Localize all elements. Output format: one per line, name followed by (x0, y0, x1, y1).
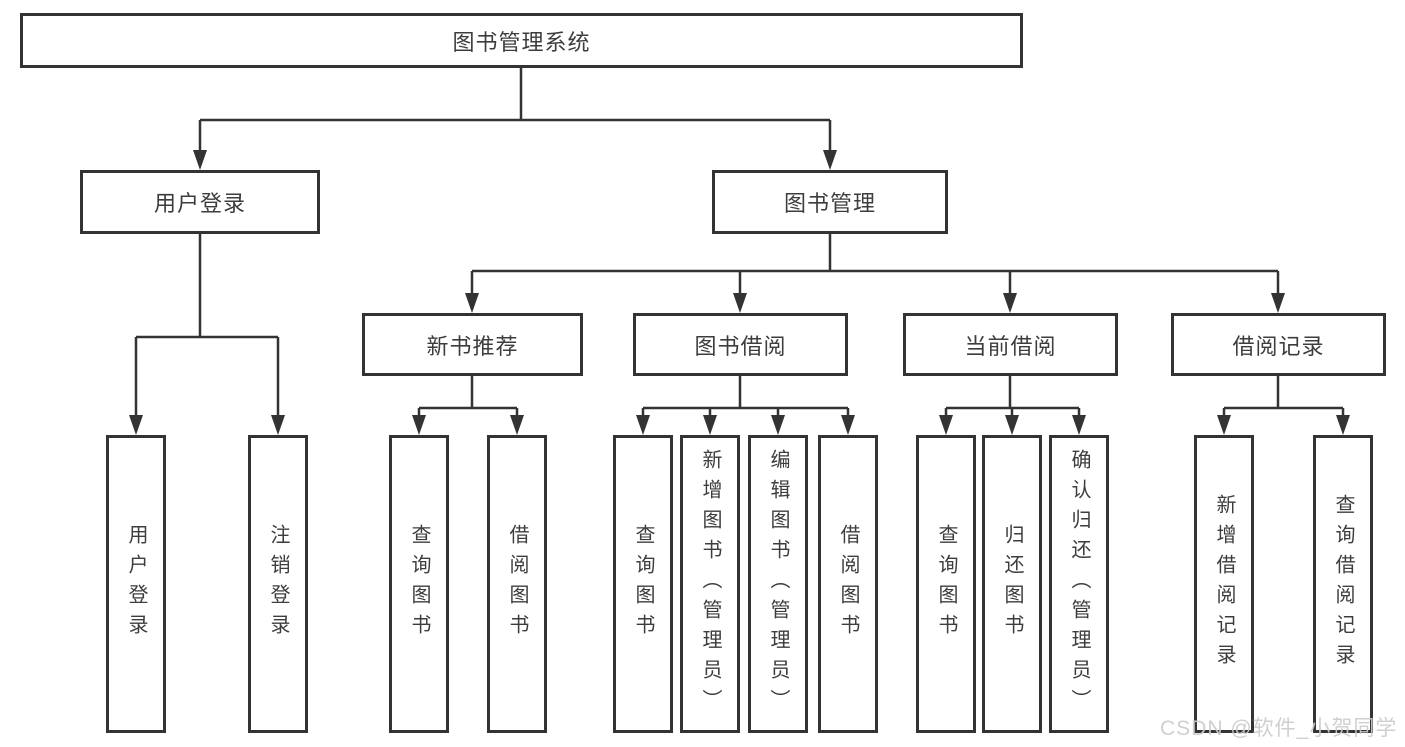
leaf-add-borrow-record-label: 新增借阅记录 (1213, 494, 1235, 674)
node-new-book-recommend: 新书推荐 (362, 313, 583, 376)
leaf-user-login: 用户登录 (106, 435, 166, 733)
leaf-return-book: 归还图书 (982, 435, 1042, 733)
leaf-query-books-1-label: 查询图书 (408, 524, 430, 644)
leaf-query-borrow-record: 查询借阅记录 (1313, 435, 1373, 733)
node-book-management-label: 图书管理 (783, 191, 876, 216)
leaf-query-books-2-label: 查询图书 (632, 524, 654, 644)
leaf-query-borrow-record-label: 查询借阅记录 (1332, 494, 1354, 674)
leaf-edit-book-admin: 编辑图书（管理员） (748, 435, 808, 733)
leaf-borrow-books-2-label: 借阅图书 (837, 524, 859, 644)
watermark: CSDN @软件_小贺同学 (1160, 717, 1398, 740)
node-user-login: 用户登录 (80, 170, 320, 234)
leaf-logout: 注销登录 (248, 435, 308, 733)
leaf-borrow-books-1-label: 借阅图书 (506, 524, 528, 644)
leaf-confirm-return-admin-label: 确认归还（管理员） (1068, 449, 1090, 719)
node-user-login-label: 用户登录 (153, 191, 246, 216)
node-new-book-recommend-label: 新书推荐 (426, 333, 519, 359)
leaf-query-books-1: 查询图书 (389, 435, 449, 733)
node-borrow-records-label: 借阅记录 (1232, 333, 1325, 359)
node-borrow-records: 借阅记录 (1171, 313, 1386, 376)
leaf-add-book-admin-label: 新增图书（管理员） (699, 449, 721, 719)
leaf-query-books-2: 查询图书 (613, 435, 673, 733)
node-book-borrow: 图书借阅 (633, 313, 848, 376)
node-current-borrow: 当前借阅 (903, 313, 1118, 376)
leaf-query-books-3: 查询图书 (916, 435, 976, 733)
node-root-label: 图书管理系统 (452, 29, 591, 55)
leaf-borrow-books-2: 借阅图书 (818, 435, 878, 733)
leaf-borrow-books-1: 借阅图书 (487, 435, 547, 733)
leaf-confirm-return-admin: 确认归还（管理员） (1049, 435, 1109, 733)
leaf-query-books-3-label: 查询图书 (935, 524, 957, 644)
leaf-edit-book-admin-label: 编辑图书（管理员） (767, 449, 789, 719)
leaf-add-book-admin: 新增图书（管理员） (680, 435, 740, 733)
node-book-borrow-label: 图书借阅 (694, 333, 787, 359)
leaf-user-login-label: 用户登录 (125, 524, 147, 644)
node-root: 图书管理系统 (20, 13, 1023, 68)
node-current-borrow-label: 当前借阅 (964, 333, 1057, 359)
leaf-return-book-label: 归还图书 (1001, 524, 1023, 644)
leaf-logout-label: 注销登录 (267, 524, 289, 644)
leaf-add-borrow-record: 新增借阅记录 (1194, 435, 1254, 733)
node-book-management: 图书管理 (712, 170, 948, 234)
